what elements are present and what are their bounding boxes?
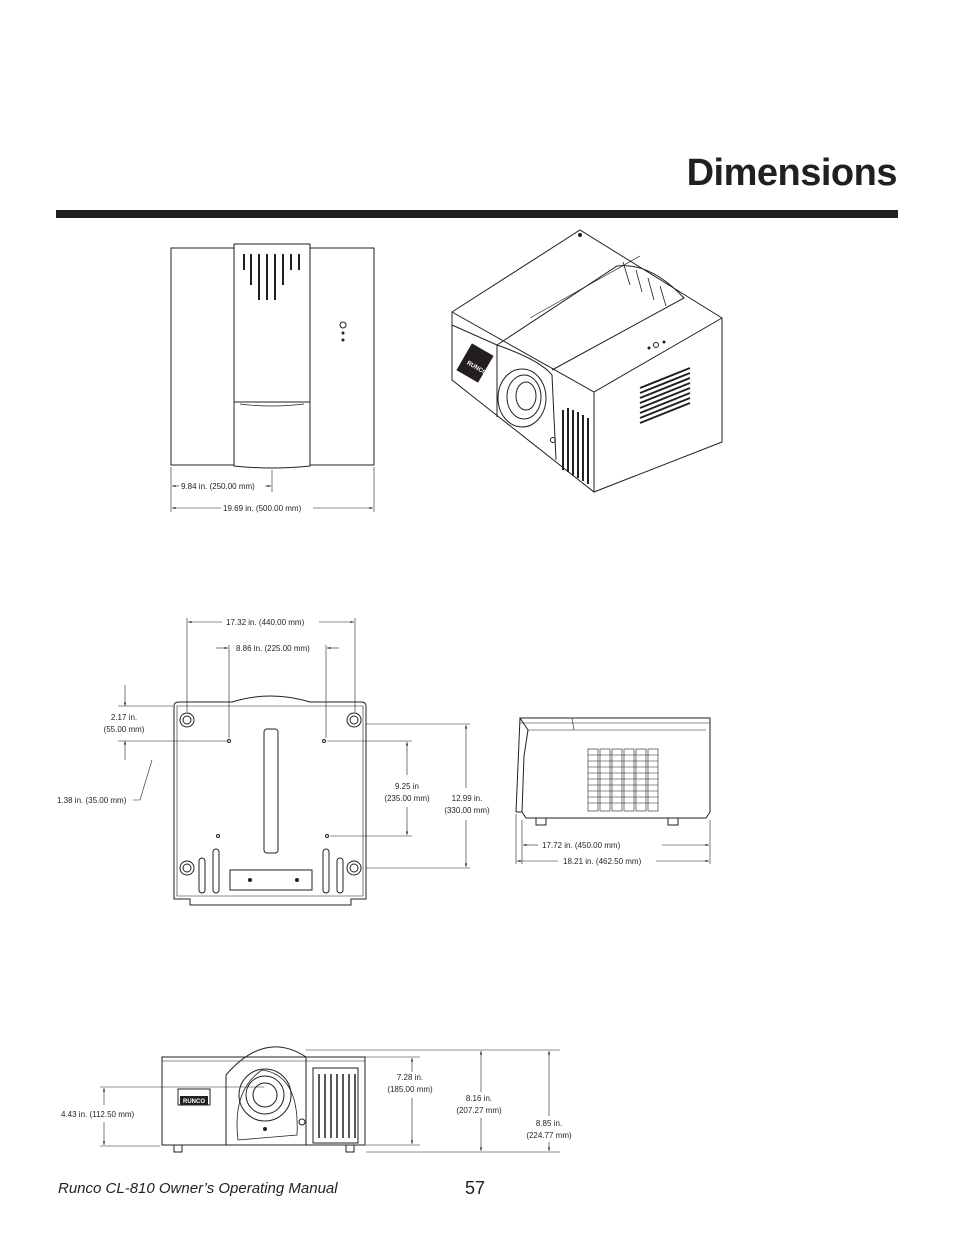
dim-side-overall-length: 18.21 in. (462.50 mm)	[563, 857, 642, 866]
dim-front-feet-line2: (55.00 mm)	[104, 725, 145, 734]
dim-top-height-line1: 8.16 in.	[466, 1094, 492, 1103]
front-logo-badge	[180, 1096, 208, 1105]
title-rule	[56, 210, 898, 218]
isometric-drawing: RUNCO	[451, 229, 723, 493]
footer-manual-title: Runco CL-810 Owner’s Operating Manual	[58, 1180, 338, 1197]
dim-side-foot: 1.38 in. (35.00 mm)	[57, 796, 127, 805]
dim-top-height-line2: (207.27 mm)	[456, 1106, 502, 1115]
dim-side-length: 17.72 in. (450.00 mm)	[542, 841, 621, 850]
dim-feet-depth-line2: (235.00 mm)	[384, 794, 430, 803]
top-view-drawing	[170, 243, 375, 512]
dim-half-width: 9.84 in. (250.00 mm)	[181, 482, 255, 491]
side-view-drawing	[515, 717, 711, 864]
dim-overall-height-line2: (224.77 mm)	[526, 1131, 572, 1140]
dim-overall-height-line1: 8.85 in.	[536, 1119, 562, 1128]
dim-depth-line1: 12.99 in.	[452, 794, 483, 803]
page-number: 57	[465, 1178, 486, 1198]
dim-front-feet-line1: 2.17 in.	[111, 713, 137, 722]
dim-body-height-line2: (185.00 mm)	[387, 1085, 433, 1094]
dim-body-height-line1: 7.28 in.	[397, 1073, 423, 1082]
front-view-drawing	[100, 1046, 560, 1153]
page-title: Dimensions	[686, 152, 898, 194]
dim-feet-depth-line1: 9.25 in	[395, 782, 419, 791]
dim-outer-feet: 17.32 in. (440.00 mm)	[226, 618, 305, 627]
dim-lens-height: 4.43 in. (112.50 mm)	[61, 1110, 135, 1119]
dim-full-width: 19.69 in. (500.00 mm)	[223, 504, 302, 513]
dim-depth-line2: (330.00 mm)	[444, 806, 490, 815]
dim-inner-feet: 8.86 in. (225.00 mm)	[236, 644, 310, 653]
bottom-view-drawing	[118, 618, 470, 906]
front-logo: RUNCO	[183, 1099, 205, 1105]
